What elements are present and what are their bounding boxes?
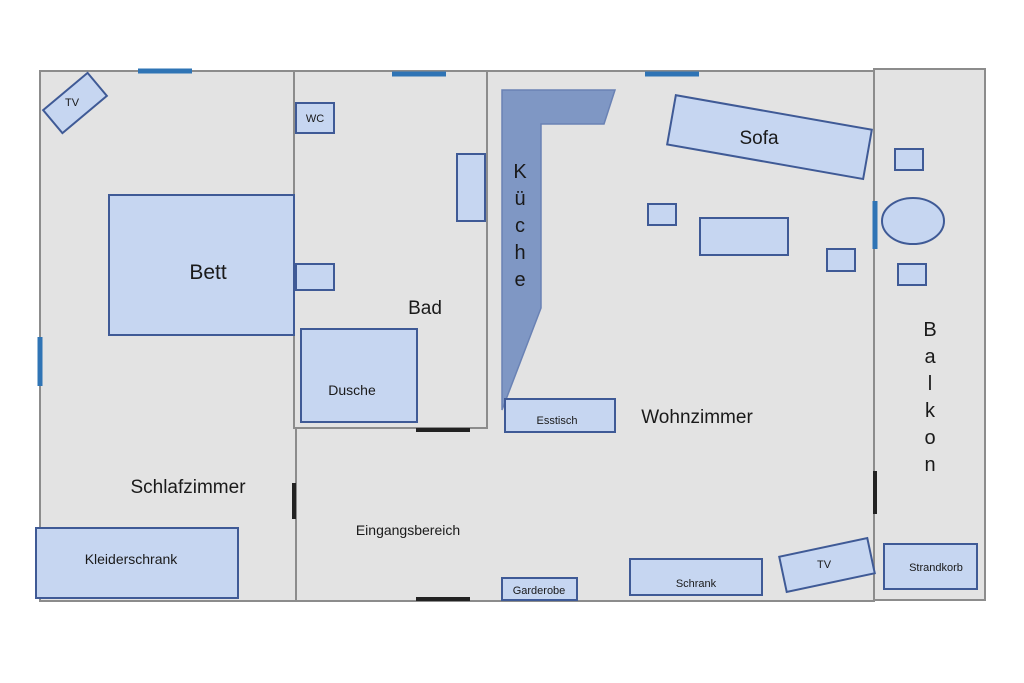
schrank: Schrank (629, 558, 763, 596)
sink (295, 263, 335, 291)
vertical-letter: c (515, 215, 525, 237)
vertical-letter: l (928, 373, 932, 395)
wc: WC (295, 102, 335, 134)
eingangsbereich-label: Eingangsbereich (356, 522, 460, 538)
coffee-table (699, 217, 789, 256)
vertical-letter: a (924, 346, 936, 368)
vertical-letter: B (923, 319, 936, 341)
dusche-label: Dusche (328, 382, 376, 398)
vertical-letter: n (924, 454, 935, 476)
strandkorb: Strandkorb (883, 543, 978, 590)
bathroom-cabinet (456, 153, 486, 222)
wohnzimmer-label: Wohnzimmer (641, 407, 753, 428)
schrank-label: Schrank (676, 578, 717, 590)
garderobe: Garderobe (501, 577, 578, 601)
bad-label: Bad (408, 298, 442, 319)
tv-bedroom: TV (41, 71, 109, 135)
vertical-letter: k (925, 400, 936, 422)
tv-living: TV (778, 536, 876, 594)
esstisch: Esstisch (504, 398, 616, 433)
sofa: Sofa (666, 94, 873, 181)
strandkorb-label: Strandkorb (909, 562, 963, 574)
stool-right (826, 248, 856, 272)
dusche: Dusche (300, 328, 418, 423)
vertical-letter: ü (514, 188, 525, 210)
balcony-chair-bottom (897, 263, 927, 286)
bett: Bett (108, 194, 295, 336)
kleiderschrank-label: Kleiderschrank (85, 551, 179, 567)
vertical-letter: o (924, 427, 935, 449)
wc-label: WC (306, 113, 324, 125)
balcony-chair-top (894, 148, 924, 171)
esstisch-label: Esstisch (537, 415, 578, 427)
kitchen-counter (501, 89, 617, 411)
room-balkon (873, 68, 986, 601)
kleiderschrank: Kleiderschrank (35, 527, 239, 599)
tv-living-label: TV (817, 559, 832, 571)
vertical-letter: h (514, 242, 525, 264)
sofa-label: Sofa (739, 128, 779, 149)
stool-left (647, 203, 677, 226)
schlafzimmer-label: Schlafzimmer (130, 477, 246, 498)
balcony-table (881, 197, 945, 245)
tv-bedroom-label: TV (65, 97, 80, 109)
vertical-letter: e (514, 269, 525, 291)
bett-label: Bett (189, 261, 227, 284)
garderobe-label: Garderobe (513, 585, 566, 597)
vertical-letter: K (513, 161, 527, 183)
